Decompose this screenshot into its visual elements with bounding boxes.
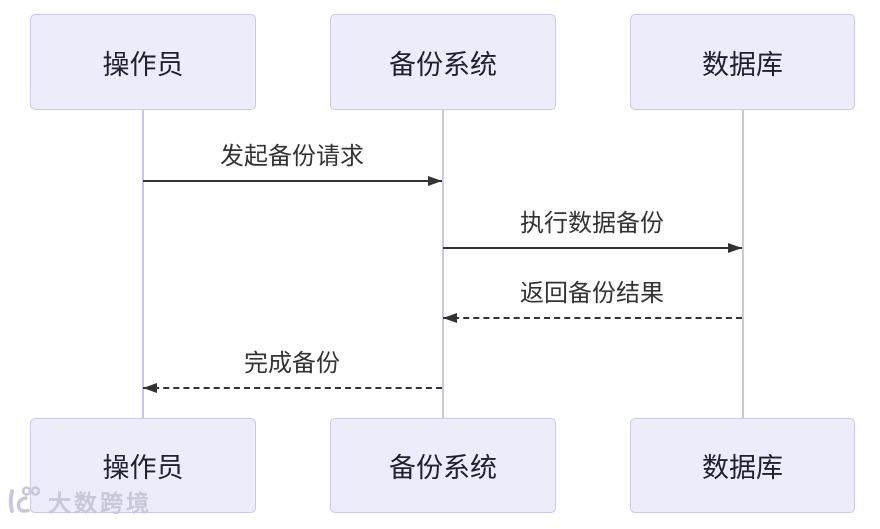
actor-top-database: 数据库	[630, 14, 855, 110]
message-3-arrow	[443, 313, 742, 323]
k100-logo-icon	[3, 483, 43, 519]
actor-top-backup-system: 备份系统	[330, 14, 556, 110]
watermark: 大数跨境	[3, 483, 152, 519]
lifeline-database	[742, 110, 744, 418]
actor-bottom-database: 数据库	[630, 418, 855, 513]
actor-top-operator: 操作员	[30, 14, 256, 110]
lifeline-backup-system	[442, 110, 444, 418]
actor-label: 数据库	[702, 49, 783, 80]
message-2-label: 执行数据备份	[520, 210, 664, 237]
watermark-text: 大数跨境	[48, 490, 152, 516]
actor-label: 数据库	[702, 453, 783, 483]
actor-label: 备份系统	[389, 49, 497, 80]
message-1-label: 发起备份请求	[220, 143, 364, 170]
actor-label: 操作员	[102, 49, 184, 80]
message-2-arrow	[443, 243, 742, 253]
actor-label: 操作员	[102, 453, 184, 483]
actor-bottom-backup-system: 备份系统	[330, 418, 556, 513]
message-1-arrow	[143, 176, 442, 186]
message-4-arrow	[143, 383, 442, 393]
message-3-label: 返回备份结果	[520, 280, 664, 307]
actor-label: 备份系统	[389, 453, 497, 483]
message-4-label: 完成备份	[244, 350, 340, 377]
lifeline-operator	[142, 110, 144, 418]
actor-bottom-operator: 操作员	[30, 418, 256, 513]
